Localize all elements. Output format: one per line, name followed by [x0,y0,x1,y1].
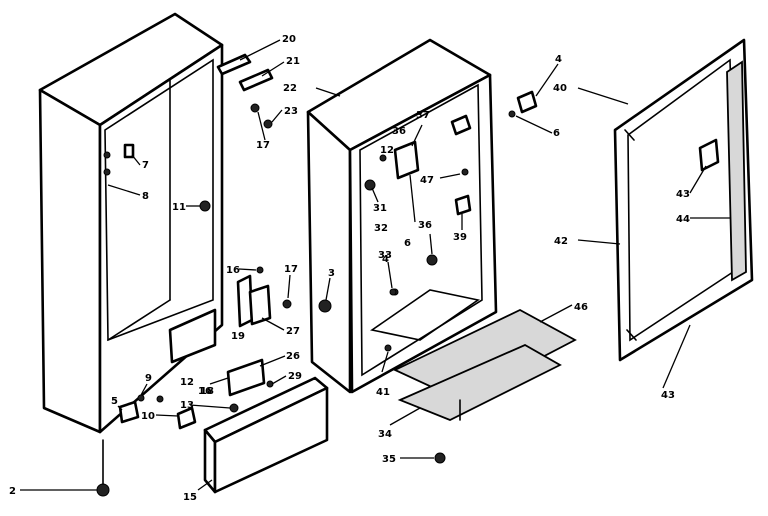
callout-7: 7 [142,160,149,171]
liner-floor [370,289,480,341]
callout-3: 3 [328,268,335,279]
outer-cabinet-side [38,88,102,434]
callouts: 2 3 4 4 5 6 6 7 8 9 10 11 12 12 13 15 16… [9,34,690,503]
callout-9: 9 [145,373,152,384]
kick-plate [203,376,329,494]
liner-side [306,110,352,394]
outer-cabinet-floor-channel [168,308,217,364]
callout-15: 15 [183,492,197,503]
bracket-26 [226,358,266,397]
latch-5 [118,400,140,424]
thermostat-32 [393,140,420,180]
callout-33: 33 [378,250,392,261]
screw-9 [137,394,145,402]
callout-17-top: 17 [256,140,270,151]
kick-plate-face [213,386,329,494]
callout-12-left: 12 [180,377,194,388]
liner-inner-wall [359,83,483,377]
callout-47: 47 [420,175,434,186]
leader-lines [20,39,730,491]
callout-12-liner: 12 [380,145,394,156]
callout-11: 11 [172,202,186,213]
callout-46: 46 [574,302,588,313]
callout-26: 26 [286,351,300,362]
bracket-39 [454,194,472,216]
callout-8: 8 [142,191,149,202]
door-gasket-strip [726,60,747,282]
leveling-foot-2 [96,483,110,497]
handle-43 [698,138,720,172]
callout-5: 5 [111,396,118,407]
callout-40: 40 [553,83,567,94]
screw-8a [103,151,111,159]
callout-36-top: 36 [392,126,406,137]
screw-8b [103,168,111,176]
screw-12-liner [379,154,387,162]
callout-43-bottom: 43 [661,390,675,401]
shelf-bottom-grille [397,343,562,421]
callout-19: 19 [231,331,245,342]
screw-23 [263,119,273,129]
plug-11 [199,200,211,212]
screw-6 [508,110,516,118]
outer-cabinet-inner-floor [107,299,171,341]
callout-36-lamp: 36 [418,220,432,231]
hinge-bracket-20 [216,53,252,76]
callout-10: 10 [141,411,155,422]
callout-34: 34 [378,429,392,440]
callout-4-liner: 4 [382,254,389,265]
hinge-pin-10 [176,406,197,430]
door-hinge-notch-top [624,129,635,141]
callout-44: 44 [676,214,690,225]
callout-31: 31 [373,203,387,214]
callout-37: 37 [416,110,430,121]
bumper-3 [318,299,332,313]
door-assembly [613,38,754,362]
callout-27: 27 [286,326,300,337]
callout-21: 21 [286,56,300,67]
callout-6b: 6 [404,238,411,249]
knob-37 [450,114,472,136]
callout-42: 42 [554,236,568,247]
hinge-plate-27 [248,284,272,326]
callout-16-top: 16 [226,265,240,276]
screw-41 [384,344,392,352]
outer-cabinet [38,12,224,434]
callout-43-handle: 43 [676,189,690,200]
callout-29: 29 [288,371,302,382]
callout-32: 32 [374,223,388,234]
callout-16-bottom: 16 [198,386,212,397]
screw-13 [229,403,239,413]
screw-17-bottom [282,299,292,309]
screw-35 [434,452,446,464]
screw-12-left [156,395,164,403]
callout-35: 35 [382,454,396,465]
screw-47 [461,168,469,176]
lamp-36 [426,254,438,266]
callout-23: 23 [284,106,298,117]
callout-39: 39 [453,232,467,243]
callout-13: 13 [180,400,194,411]
callout-4-hinge: 4 [555,54,562,65]
callout-6: 6 [553,128,560,139]
callout-41: 41 [376,387,390,398]
door-hinge-notch-bottom [626,329,637,341]
screw-31 [364,179,376,191]
kick-plate-end [203,428,217,494]
callout-18: 18 [200,386,214,397]
hinge-cap-4 [516,90,538,114]
shelf-grille [392,308,577,421]
outer-cabinet-inner-liner [104,58,214,342]
screw-17-top [250,103,260,113]
callout-22: 22 [283,83,297,94]
callout-20: 20 [282,34,296,45]
callout-2: 2 [9,486,16,497]
bracket-7 [123,143,135,159]
callout-17-bottom: 17 [284,264,298,275]
liner-box [306,38,498,394]
screw-16 [256,266,264,274]
screw-33 [389,288,397,296]
hardware [96,53,720,497]
